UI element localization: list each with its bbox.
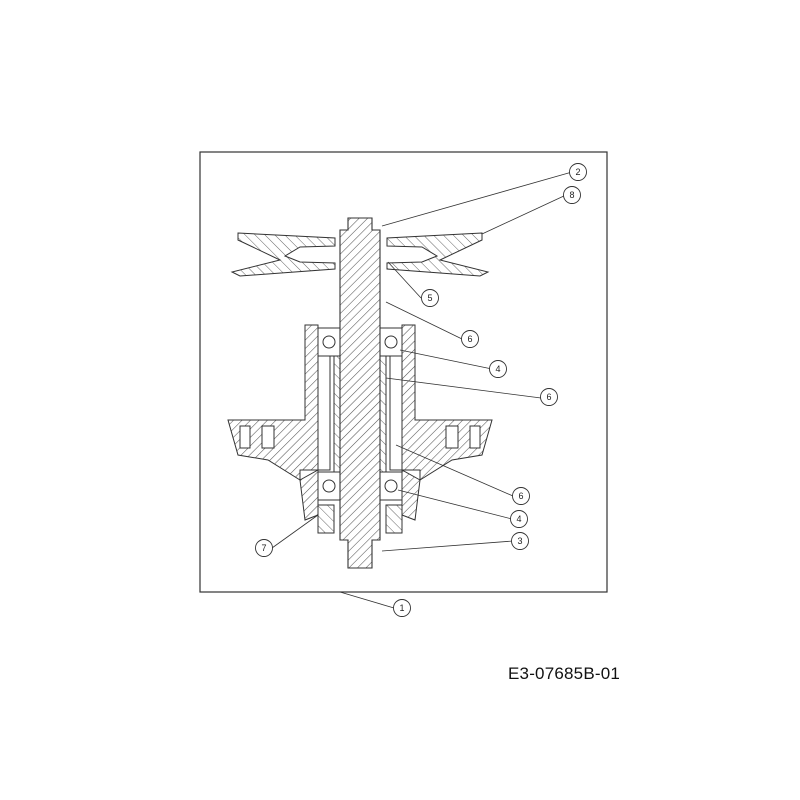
callout-label: 4 [516, 514, 521, 524]
callout-circle [569, 163, 587, 181]
callout-circle [511, 532, 529, 550]
callout-c2: 2 [569, 163, 587, 181]
callout-circle [510, 510, 528, 528]
callout-label: 6 [546, 392, 551, 402]
callout-c6b: 6 [540, 388, 558, 406]
callout-label: 3 [517, 536, 522, 546]
bearing-cavities [317, 354, 403, 471]
callout-circle [540, 388, 558, 406]
callout-c5: 5 [421, 289, 439, 307]
callout-c7: 7 [255, 539, 273, 557]
callout-c6c: 6 [512, 487, 530, 505]
callout-label: 5 [427, 293, 432, 303]
callout-label: 2 [575, 167, 580, 177]
callout-circle [461, 330, 479, 348]
callout-label: 6 [518, 491, 523, 501]
bearing-upper [317, 327, 403, 357]
callout-c6a: 6 [461, 330, 479, 348]
lower-seal [317, 504, 403, 534]
callouts: 2 8 5 6 4 6 6 4 3 7 1 [255, 163, 587, 617]
housing-bolt-holes [239, 425, 481, 449]
callout-circle [393, 599, 411, 617]
callout-c8: 8 [563, 186, 581, 204]
callout-circle [512, 487, 530, 505]
callout-label: 1 [399, 603, 404, 613]
callout-c4b: 4 [510, 510, 528, 528]
assembly-frame [199, 151, 608, 593]
callout-circle [255, 539, 273, 557]
bearing-lower [317, 471, 403, 501]
callout-c3: 3 [511, 532, 529, 550]
leader-lines [271, 171, 573, 609]
callout-label: 4 [495, 364, 500, 374]
callout-label: 7 [261, 543, 266, 553]
callout-label: 6 [467, 334, 472, 344]
callout-circle [563, 186, 581, 204]
part-code: E3-07685B-01 [508, 664, 621, 683]
callout-c1: 1 [393, 599, 411, 617]
pulley [230, 232, 490, 277]
callout-c4a: 4 [489, 360, 507, 378]
spindle-shaft [339, 217, 381, 569]
callout-label: 8 [569, 190, 574, 200]
callout-circle [421, 289, 439, 307]
callout-circle [489, 360, 507, 378]
